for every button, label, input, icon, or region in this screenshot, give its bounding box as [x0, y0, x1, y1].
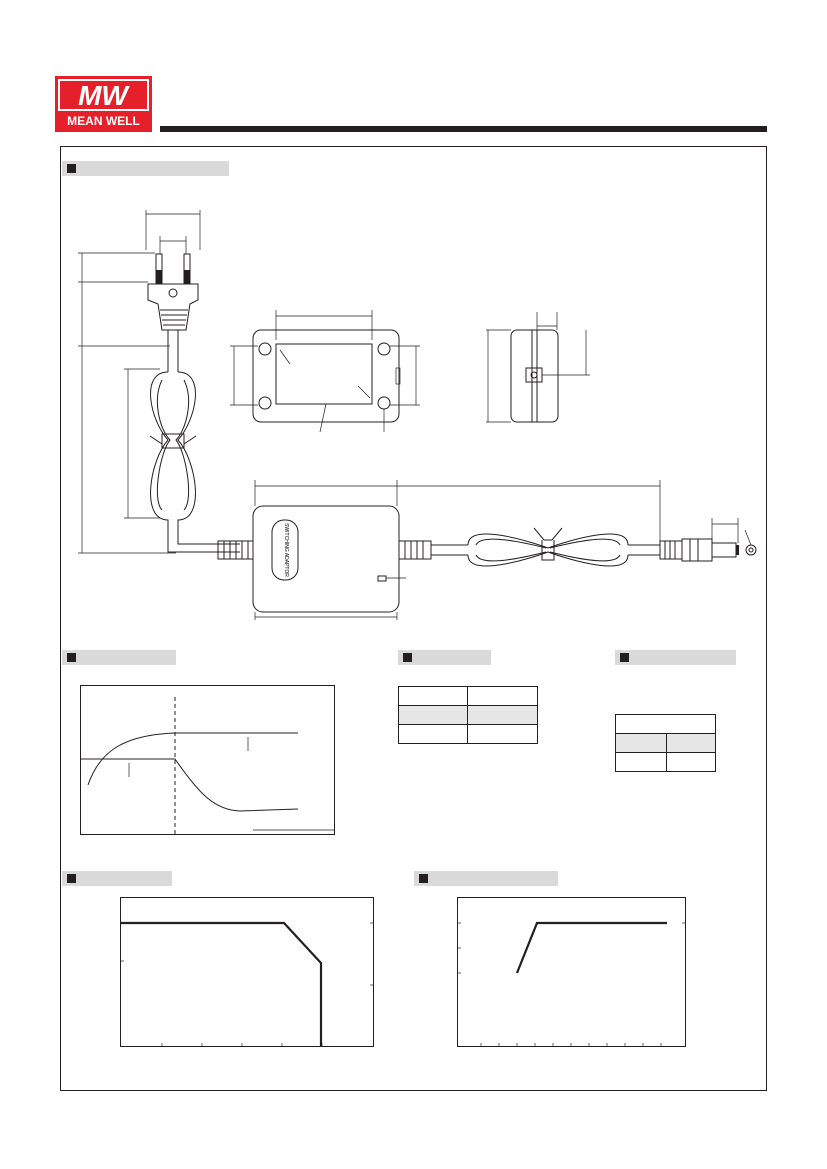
housing-top-view: [230, 310, 420, 433]
section-header-mechanical: [62, 161, 229, 176]
logo-mark: MW: [78, 80, 130, 111]
table-row: [398, 705, 538, 725]
logo-name: MEAN WELL: [67, 114, 140, 128]
section-square-icon: [67, 874, 76, 883]
table-row: [615, 714, 716, 734]
section-header-block-diagram: [62, 650, 176, 665]
input-cable-coil: [149, 371, 240, 553]
section-header-plug-table: [398, 650, 491, 665]
output-derating-x-ticks: [480, 1043, 662, 1047]
block-diagram-graph: [80, 685, 335, 835]
meanwell-logo: MW MEAN WELL: [55, 76, 152, 132]
table-row: [615, 752, 716, 772]
housing-front-view: SWITCHING ADAPTOR: [217, 480, 757, 620]
section-square-icon: [620, 653, 629, 662]
housing-side-view: [486, 312, 590, 423]
table-row: [615, 733, 716, 753]
derating-chart: [120, 897, 374, 1047]
housing-label: SWITCHING ADAPTOR: [283, 523, 289, 577]
plug-table: [398, 686, 538, 744]
output-derating-chart: [457, 897, 686, 1047]
section-square-icon: [67, 653, 76, 662]
plug-body: [147, 253, 199, 372]
section-header-output-derating: [414, 871, 558, 886]
section-square-icon: [403, 653, 412, 662]
section-header-derating: [62, 871, 172, 886]
header-rule: [160, 126, 767, 132]
content-frame: [60, 146, 767, 1091]
table-row: [398, 686, 538, 706]
table-row: [398, 724, 538, 744]
section-square-icon: [67, 164, 76, 173]
section-square-icon: [419, 874, 428, 883]
plug-dimensions: [78, 210, 201, 554]
efficiency-table: [615, 714, 716, 772]
section-header-efficiency: [615, 650, 736, 665]
